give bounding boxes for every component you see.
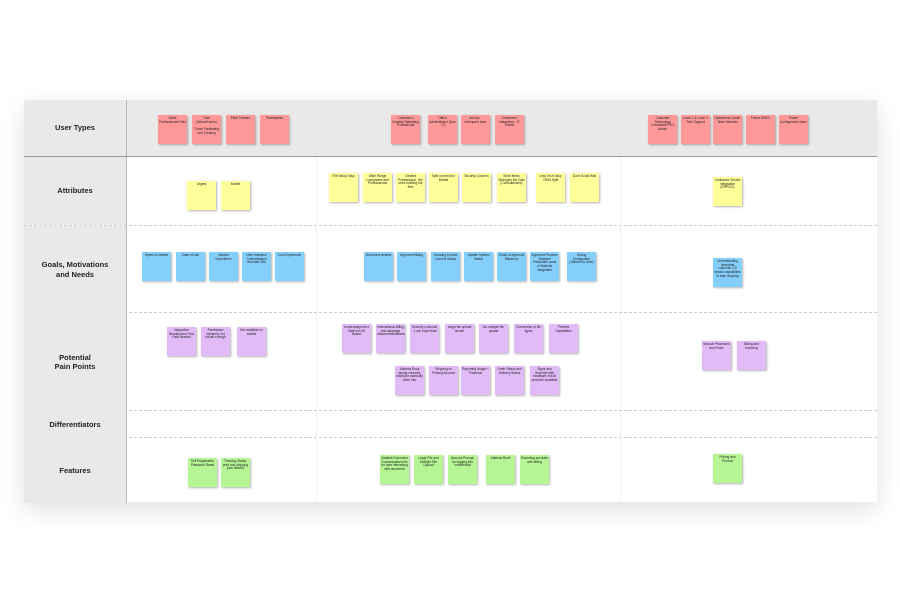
row-potential-pain-points: Potential Pain Points [24, 312, 877, 411]
sticky-note-feature[interactable]: Address Book [486, 455, 515, 484]
row-attributes: Attributes [24, 156, 877, 225]
sticky-note-pain-point[interactable]: Preview Capabilities [549, 324, 578, 353]
sticky-note-user-type[interactable]: Power Configurator Users [779, 115, 808, 144]
sticky-note-attribute[interactable]: Mobile [221, 181, 250, 210]
sticky-note-user-type[interactable]: Field Trainers [226, 115, 255, 144]
sticky-note-attribute[interactable]: More Items Wrangles the Cats (Consultanc… [497, 173, 526, 202]
sticky-note-pain-point[interactable]: Security Lockouts - Lock High reset [410, 324, 439, 353]
sticky-note-user-type[interactable]: Sales Professionals Field [158, 115, 187, 144]
sticky-note-pain-point[interactable]: Shipping vs Printing Account [429, 366, 458, 395]
row-features: Features [24, 437, 877, 503]
sticky-note-pain-point[interactable]: Underssupports a Staff not US Based [342, 324, 371, 353]
sticky-note-user-type[interactable]: Future SME's [746, 115, 775, 144]
sticky-note-feature[interactable]: Self Registration Password Reset [188, 458, 217, 487]
row-label: Attributes [24, 156, 127, 225]
sticky-note-attribute[interactable]: Urgent [187, 181, 216, 210]
sticky-note-attribute[interactable]: File Setup Savy [329, 173, 358, 202]
sticky-note-attribute[interactable]: Creative Professional - the ones buildin… [396, 173, 425, 202]
sticky-note-user-type[interactable]: Office Administrator (Non - IT) [428, 115, 457, 144]
sticky-note-feature[interactable]: Tracking Status, print and shipping (can… [221, 458, 250, 487]
sticky-note-attribute[interactable]: Less Tech Savy 75/25 Split [536, 173, 565, 202]
sticky-note-goal[interactable]: Approved Billing [397, 252, 426, 281]
sticky-note-pain-point[interactable]: Signs and Graphics with hardware not all… [530, 366, 559, 395]
sticky-note-pain-point[interactable]: Large file upload issues [445, 324, 474, 353]
row-label: Goals, Motivations and Needs [24, 226, 127, 313]
column-divider [620, 100, 621, 502]
sticky-note-pain-point[interactable]: Order Status and Delivery Status [495, 366, 524, 395]
sticky-note-user-type[interactable]: Participants [260, 115, 289, 144]
sticky-note-user-type[interactable]: Customer Technology Consultant FSO Admin [648, 115, 677, 144]
sticky-note-user-type[interactable]: Train (Admin/Users) Those Facilitating a… [192, 115, 221, 144]
row-label: Differentiators [24, 411, 127, 438]
sticky-note-pain-point[interactable]: Integration Breakdowns Post Path Needed [167, 327, 196, 356]
row-label: Potential Pain Points [24, 313, 127, 411]
sticky-note-feature[interactable]: Variable Document Customization Info for… [380, 455, 409, 484]
sticky-note-goal[interactable]: Knowing Correct Level of Status [431, 252, 460, 281]
row-label: User Types [24, 100, 127, 156]
sticky-note-goal[interactable]: Chain of Approval Efficiency [497, 252, 526, 281]
sticky-note-pain-point[interactable]: Not available on mobile [237, 327, 266, 356]
sticky-note-goal[interactable]: Update System Status [464, 252, 493, 281]
sticky-note-pain-point[interactable]: Address Book saving contacts, having to … [395, 366, 424, 395]
sticky-note-user-type[interactable]: Operations Center Team Member [713, 115, 742, 144]
sticky-note-goal[interactable]: Approved Process Delayed Production cost… [530, 252, 559, 281]
sticky-note-pain-point[interactable]: Reporting Usage + Financial [461, 366, 490, 395]
column-divider [316, 100, 317, 502]
sticky-note-attribute[interactable]: Don't Scroll Wall [570, 173, 599, 202]
sticky-note-attribute[interactable]: Contractor Vendor Integration (ERP/CX) [713, 177, 742, 206]
sticky-note-pain-point[interactable]: Billing and Invoicing [737, 341, 766, 370]
sticky-note-goal[interactable]: Strong Configurator (Tailored to User) [567, 252, 596, 281]
sticky-note-feature[interactable]: Account Prompt, for logging into commerc… [448, 455, 477, 484]
sticky-note-pain-point[interactable]: International billing and language misco… [376, 324, 405, 353]
sticky-note-user-type[interactable]: Level 1 & Level 2 Tech Support [681, 115, 710, 144]
sticky-note-feature[interactable]: Pricing and Product [713, 454, 742, 483]
sticky-note-user-type[interactable]: Customers Integration - IT Teams [495, 115, 524, 144]
sticky-note-user-type[interactable]: Customer's Creative Marketing Profession… [391, 115, 420, 144]
sticky-note-attribute[interactable]: Wide Range Companies and Professionals [363, 173, 392, 202]
sticky-note-goal[interactable]: Ease of Use [176, 252, 205, 281]
sticky-note-user-type[interactable]: Ad Hoc - Infrequent User [461, 115, 490, 144]
sticky-note-attribute[interactable]: Split on need for Mobile [429, 173, 458, 202]
row-differentiators: Differentiators [24, 410, 877, 438]
row-goals-motivations-and-needs: Goals, Motivations and Needs [24, 225, 877, 313]
sticky-note-pain-point[interactable]: Conversion of file types [514, 324, 543, 353]
sticky-note-pain-point[interactable]: No multiple file upload [479, 324, 508, 353]
sticky-note-pain-point[interactable]: Permission hierarchy not robust enough [201, 327, 230, 356]
sticky-note-goal[interactable]: Document Access [364, 252, 393, 281]
sticky-note-goal[interactable]: User Interface Customization Branded Sit… [242, 252, 271, 281]
sticky-note-feature[interactable]: Reporting accurate with billing [520, 455, 549, 484]
row-label: Features [24, 438, 127, 503]
sticky-note-goal[interactable]: Cool Experience [275, 252, 304, 281]
sticky-note-attribute[interactable]: Security Concern [462, 173, 491, 202]
sticky-note-goal[interactable]: Speed to Market [142, 252, 171, 281]
sticky-note-feature[interactable]: Large File and Multiple File Upload [414, 455, 443, 484]
sticky-note-goal[interactable]: Intuitive Experience [209, 252, 238, 281]
sticky-note-goal[interactable]: Understanding how/what customer CS vendo… [713, 258, 742, 287]
sticky-note-pain-point[interactable]: Manual Processes and Flows [702, 341, 731, 370]
